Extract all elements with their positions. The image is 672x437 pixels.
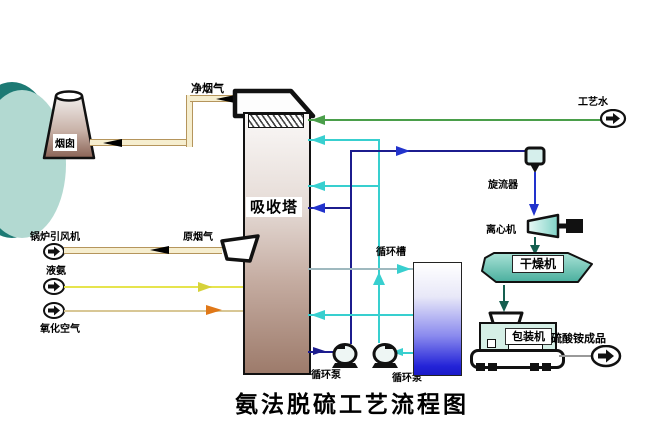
circulation-pump-1-label: 循环泵 bbox=[311, 370, 341, 381]
cyclone-feed-arrow bbox=[396, 145, 410, 156]
cyclone-feed-line bbox=[351, 150, 525, 152]
process-water-arrow bbox=[311, 114, 325, 125]
clean-gas-pipe-riser bbox=[186, 95, 193, 147]
packer-label: 包装机 bbox=[505, 328, 552, 345]
dryer-down-line bbox=[503, 285, 505, 304]
raw-gas-label: 原烟气 bbox=[183, 232, 213, 243]
chimney bbox=[42, 90, 96, 160]
air-blower-icon bbox=[43, 302, 65, 319]
process-water-line bbox=[308, 119, 601, 121]
riser-up-arrow bbox=[373, 272, 385, 285]
boiler-fan-label: 锅炉引风机 bbox=[30, 232, 80, 243]
product-conveyor-icon bbox=[590, 345, 622, 368]
diagram-title: 氨法脱硫工艺流程图 bbox=[235, 391, 469, 418]
slurry-riser-cyan bbox=[378, 139, 380, 343]
clean-gas-label: 净烟气 bbox=[191, 82, 224, 95]
chimney-label: 烟囱 bbox=[53, 134, 77, 151]
pump1-inlet-arrow bbox=[313, 347, 325, 355]
raw-gas-pipe bbox=[64, 246, 222, 254]
centrifuge bbox=[526, 213, 583, 239]
ammonia-line bbox=[64, 286, 243, 288]
cyclone-down-arrow bbox=[529, 204, 539, 216]
circulation-tank bbox=[413, 262, 462, 376]
product-line bbox=[559, 355, 592, 357]
clean-gas-pipe-upper bbox=[190, 95, 237, 102]
spray-line-1 bbox=[308, 139, 380, 141]
spray-arrow-3 bbox=[311, 202, 325, 213]
clean-gas-pipe-lower bbox=[90, 139, 190, 146]
pump2-inlet-line bbox=[402, 352, 413, 354]
cyclone bbox=[524, 146, 546, 173]
oxidation-air-line bbox=[64, 310, 243, 312]
dryer-down-arrow bbox=[498, 301, 509, 312]
cyclone-down-line bbox=[533, 172, 536, 206]
dryer-label: 干燥机 bbox=[512, 255, 564, 273]
packer-foot bbox=[488, 363, 497, 371]
centrifuge-down-line bbox=[534, 237, 536, 248]
centrifuge-down-arrow bbox=[530, 245, 540, 255]
packer-indicator bbox=[487, 339, 496, 348]
spray-line-2 bbox=[308, 185, 380, 187]
circulation-pump-2-label: 循环泵 bbox=[392, 373, 422, 384]
fan-icon bbox=[43, 243, 65, 260]
product-label: 硫酸铵成品 bbox=[551, 332, 606, 345]
ammonia-arrow bbox=[198, 282, 212, 292]
spray-arrow-2 bbox=[311, 180, 325, 191]
packer-foot bbox=[542, 363, 551, 371]
tank-to-tower-arrow bbox=[311, 309, 325, 320]
tower-demister-band bbox=[248, 114, 304, 128]
oxidation-air-arrow bbox=[206, 305, 222, 315]
process-water-label: 工艺水 bbox=[578, 97, 608, 108]
ammonia-label: 液氨 bbox=[46, 266, 66, 277]
tower-to-tank-line bbox=[308, 268, 413, 270]
circulation-pump-2-icon bbox=[372, 343, 398, 368]
packer-foot bbox=[530, 363, 539, 371]
spray-arrow-1 bbox=[311, 134, 325, 145]
tower-to-tank-arrow bbox=[397, 263, 411, 274]
ammonia-pump-icon bbox=[43, 278, 65, 295]
clean-gas-arrow-lower bbox=[103, 138, 122, 147]
water-pump-icon bbox=[600, 109, 627, 128]
centrifuge-label: 离心机 bbox=[486, 225, 516, 236]
slurry-riser-navy bbox=[350, 150, 352, 344]
tank-to-tower-line bbox=[308, 314, 413, 316]
pump2-inlet-arrow bbox=[392, 348, 403, 356]
spray-line-3 bbox=[308, 207, 352, 209]
packer-foot bbox=[476, 363, 485, 371]
oxidation-air-label: 氧化空气 bbox=[40, 324, 80, 335]
circulation-tank-label: 循环槽 bbox=[376, 247, 406, 258]
clean-gas-arrow-upper bbox=[216, 94, 235, 103]
cyclone-label: 旋流器 bbox=[488, 180, 518, 191]
tower-inlet-duct bbox=[220, 234, 260, 263]
circulation-pump-1-icon bbox=[332, 343, 358, 368]
tower-label: 吸收塔 bbox=[246, 197, 302, 217]
raw-gas-arrow bbox=[150, 246, 169, 254]
